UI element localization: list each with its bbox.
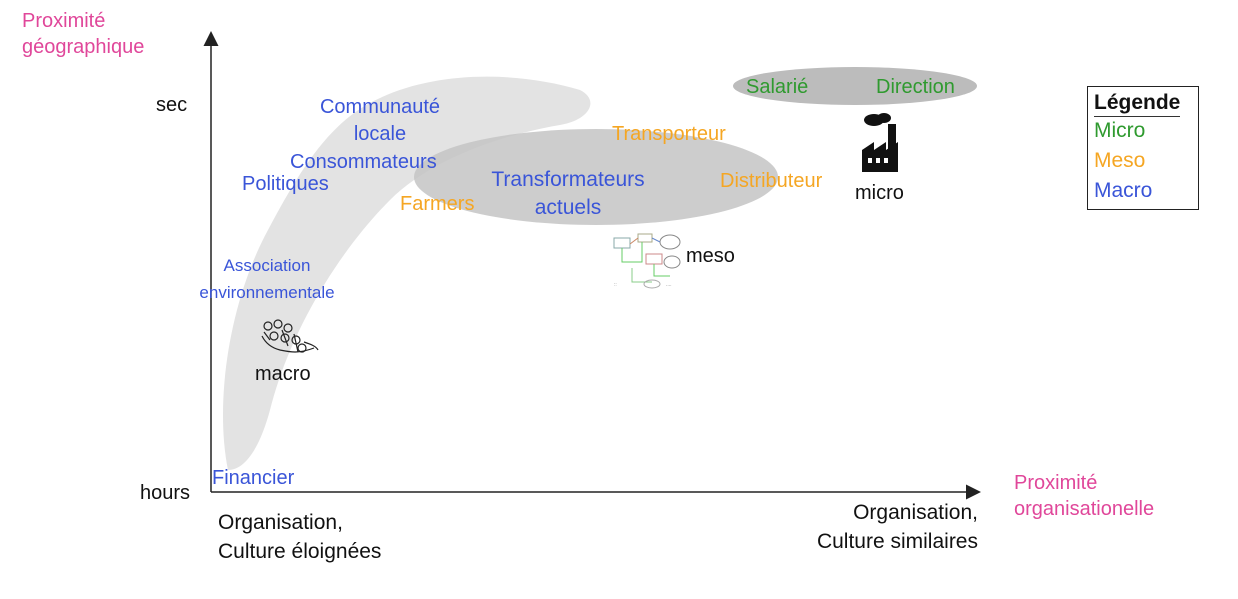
- x-right-label: Organisation, Culture similaires: [816, 501, 978, 554]
- actor-transformateurs-actuels: Transformateurs actuels: [491, 168, 645, 220]
- crowd-icon: [261, 319, 319, 353]
- level-micro-label: micro: [855, 182, 904, 204]
- actor-financier: Financier: [212, 467, 295, 489]
- actor-transporteur: Transporteur: [612, 123, 726, 145]
- factory-icon: [862, 113, 898, 172]
- actor-communaute-locale: Communauté locale: [319, 96, 441, 145]
- x-left-label: Organisation, Culture éloignées: [218, 511, 382, 564]
- network-diagram-icon: :: ....: [613, 233, 681, 289]
- level-macro-label: macro: [255, 363, 311, 385]
- svg-text:....: ....: [666, 282, 672, 288]
- legend-item-micro: Micro: [1094, 119, 1146, 142]
- y-bottom-label: hours: [140, 482, 191, 504]
- actor-consommateurs: Consommateurs: [290, 151, 437, 173]
- y-axis-title: Proximité géographique: [22, 10, 145, 58]
- micro-zone-ellipse: [733, 67, 977, 105]
- x-axis-title: Proximité organisationelle: [1014, 472, 1155, 520]
- meso-zone-ellipse: [414, 129, 778, 225]
- y-top-label: sec: [156, 94, 188, 116]
- actor-association-environnementale: Association environnementale: [199, 256, 335, 303]
- legend-title: Légende: [1094, 91, 1181, 117]
- legend-item-macro: Macro: [1094, 179, 1153, 202]
- svg-text:::: ::: [614, 282, 617, 288]
- actor-salarie: Salarié: [746, 76, 809, 98]
- actor-direction: Direction: [876, 76, 955, 98]
- actor-politiques: Politiques: [242, 173, 329, 195]
- legend-item-meso: Meso: [1094, 149, 1146, 172]
- level-meso-label: meso: [686, 245, 735, 267]
- legend-box: Légende Micro Meso Macro: [1087, 86, 1199, 210]
- actor-farmers: Farmers: [400, 193, 475, 215]
- actor-distributeur: Distributeur: [720, 170, 823, 192]
- macro-zone-blob: [222, 76, 591, 470]
